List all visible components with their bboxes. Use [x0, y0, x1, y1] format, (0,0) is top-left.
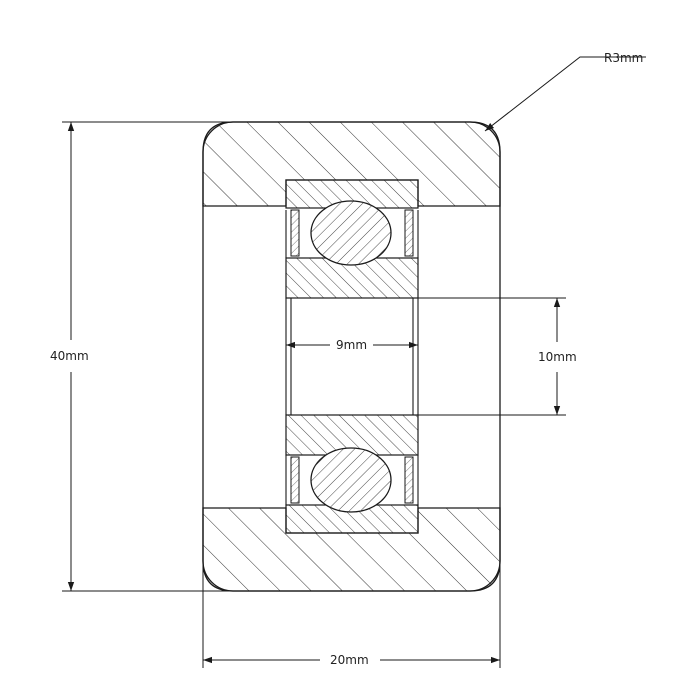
- tyre-inner-lines: [203, 205, 500, 509]
- bore-width-label: 9mm: [336, 338, 367, 352]
- dimension-overall-height: [62, 121, 233, 592]
- cage-top-left: [290, 209, 300, 257]
- cage-bottom-right: [404, 456, 414, 504]
- cage-top-right: [404, 209, 414, 257]
- bearing-top-half: [285, 179, 419, 299]
- dimension-bore-diameter: [418, 297, 566, 416]
- cage-bottom-left: [290, 456, 300, 504]
- overall-width-label: 20mm: [330, 653, 369, 667]
- bore-diameter-label: 10mm: [538, 350, 577, 364]
- corner-radius-label: R3mm: [604, 51, 643, 65]
- overall-height-label: 40mm: [50, 349, 89, 363]
- dimension-corner-radius: [484, 56, 646, 132]
- dimension-overall-width: [202, 561, 501, 668]
- bearing-bottom-half: [285, 414, 419, 534]
- bore-edges: [285, 298, 419, 415]
